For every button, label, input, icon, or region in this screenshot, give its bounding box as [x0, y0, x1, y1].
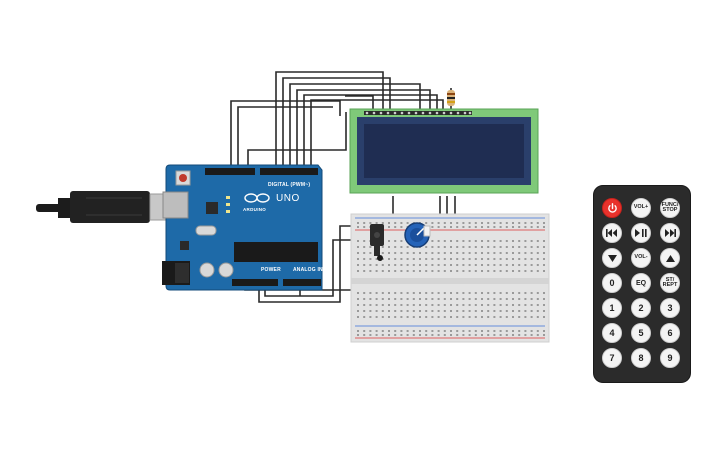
remote-func-stop-button[interactable]: FUNC/ STOP — [660, 198, 680, 218]
remote-power-button[interactable] — [602, 198, 622, 218]
arduino-uno-board[interactable] — [162, 164, 323, 291]
potentiometer[interactable] — [404, 222, 431, 248]
ir-receiver[interactable] — [370, 224, 384, 261]
triangle-up-icon — [665, 254, 675, 262]
remote-eq-button[interactable]: EQ — [631, 273, 651, 293]
arduino-model-label: UNO — [276, 193, 300, 204]
ir-remote: VOL+ FUNC/ STOP VOL- 0 EQ ST/ REPT 1 2 3… — [593, 185, 691, 383]
arduino-brand-label: ARDUINO — [243, 207, 267, 212]
wires — [230, 71, 456, 303]
play-pause-icon — [635, 229, 647, 237]
remote-down-button[interactable] — [602, 248, 622, 268]
remote-prev-button[interactable] — [602, 223, 622, 243]
remote-7-button[interactable]: 7 — [602, 348, 622, 368]
lcd-display[interactable] — [349, 108, 539, 194]
remote-vol-up-button[interactable]: VOL+ — [631, 198, 651, 218]
remote-next-button[interactable] — [660, 223, 680, 243]
resistor[interactable] — [447, 90, 455, 106]
remote-2-button[interactable]: 2 — [631, 298, 651, 318]
remote-5-button[interactable]: 5 — [631, 323, 651, 343]
remote-0-button[interactable]: 0 — [602, 273, 622, 293]
remote-6-button[interactable]: 6 — [660, 323, 680, 343]
digital-header-label: DIGITAL (PWM~) — [268, 182, 311, 188]
remote-st-rept-button[interactable]: ST/ REPT — [660, 273, 680, 293]
remote-play-pause-button[interactable] — [631, 223, 651, 243]
remote-up-button[interactable] — [660, 248, 680, 268]
remote-vol-down-button[interactable]: VOL- — [631, 248, 651, 268]
analog-header-label: ANALOG IN — [293, 267, 323, 273]
remote-1-button[interactable]: 1 — [602, 298, 622, 318]
skip-back-icon — [606, 229, 618, 237]
remote-4-button[interactable]: 4 — [602, 323, 622, 343]
triangle-down-icon — [607, 254, 617, 262]
remote-3-button[interactable]: 3 — [660, 298, 680, 318]
power-icon — [607, 202, 618, 214]
power-header-label: POWER — [261, 267, 281, 273]
remote-9-button[interactable]: 9 — [660, 348, 680, 368]
skip-forward-icon — [664, 229, 676, 237]
remote-8-button[interactable]: 8 — [631, 348, 651, 368]
